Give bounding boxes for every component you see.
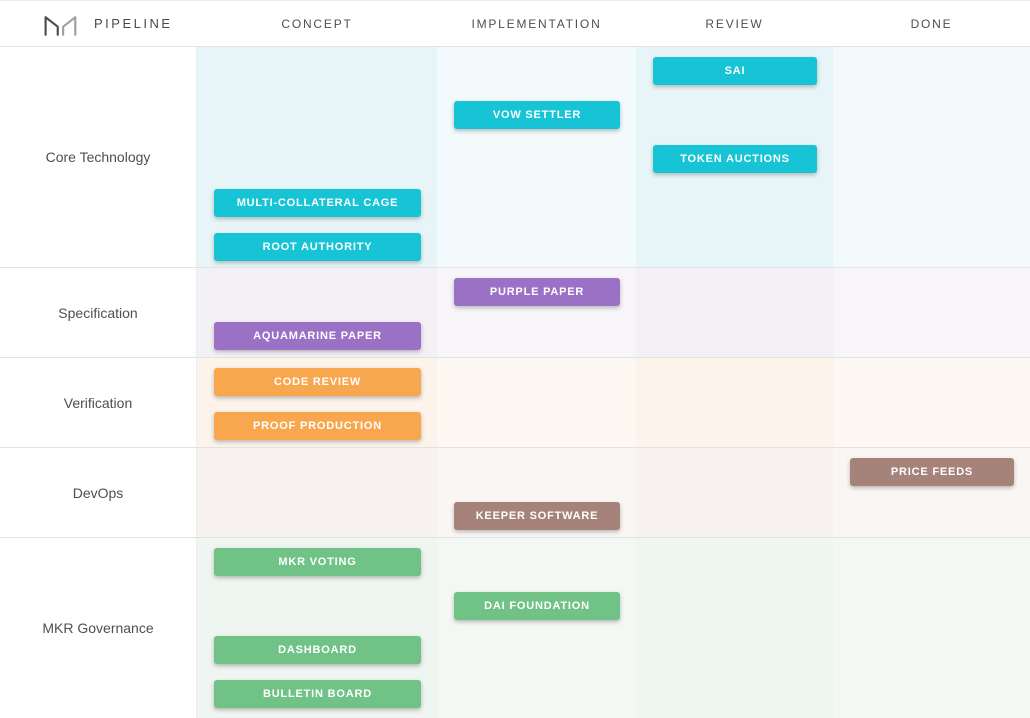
row-label-specification: Specification [0, 268, 197, 357]
app-header: PIPELINE CONCEPT IMPLEMENTATION REVIEW D… [0, 1, 1030, 47]
card-dashboard[interactable]: DASHBOARD [214, 636, 421, 664]
row-mkr-governance: MKR Governance MKR VOTING DASHBOARD BULL… [0, 538, 1030, 718]
card-bulletin-board[interactable]: BULLETIN BOARD [214, 680, 421, 708]
cell-verification-done [833, 358, 1030, 447]
card-purple-paper[interactable]: PURPLE PAPER [454, 278, 620, 306]
card-dai-foundation[interactable]: DAI FOUNDATION [454, 592, 620, 620]
card-code-review[interactable]: CODE REVIEW [214, 368, 421, 396]
cell-devops-concept [197, 448, 437, 537]
cell-verification-concept: CODE REVIEW PROOF PRODUCTION [197, 358, 437, 447]
row-label-core-technology: Core Technology [0, 47, 197, 267]
row-core-technology: Core Technology MULTI-COLLATERAL CAGE RO… [0, 47, 1030, 268]
cell-core-technology-concept: MULTI-COLLATERAL CAGE ROOT AUTHORITY [197, 47, 437, 267]
card-aquamarine-paper[interactable]: AQUAMARINE PAPER [214, 322, 421, 350]
cell-specification-review [636, 268, 833, 357]
card-mkr-voting[interactable]: MKR VOTING [214, 548, 421, 576]
maker-logo [44, 15, 77, 36]
cell-core-technology-implementation: VOW SETTLER [437, 47, 636, 267]
cell-devops-review [636, 448, 833, 537]
cell-specification-done [833, 268, 1030, 357]
card-keeper-software[interactable]: KEEPER SOFTWARE [454, 502, 620, 530]
cell-verification-review [636, 358, 833, 447]
cell-mkr-governance-concept: MKR VOTING DASHBOARD BULLETIN BOARD [197, 538, 437, 718]
card-proof-production[interactable]: PROOF PRODUCTION [214, 412, 421, 440]
cell-core-technology-review: SAI TOKEN AUCTIONS [636, 47, 833, 267]
card-multi-collateral-cage[interactable]: MULTI-COLLATERAL CAGE [214, 189, 421, 217]
row-verification: Verification CODE REVIEW PROOF PRODUCTIO… [0, 358, 1030, 448]
cell-devops-done: PRICE FEEDS [833, 448, 1030, 537]
row-label-devops: DevOps [0, 448, 197, 537]
column-header-done: DONE [910, 16, 953, 31]
row-specification: Specification AQUAMARINE PAPER PURPLE PA… [0, 268, 1030, 358]
pipeline-board: Core Technology MULTI-COLLATERAL CAGE RO… [0, 47, 1030, 718]
cell-mkr-governance-done [833, 538, 1030, 718]
cell-verification-implementation [437, 358, 636, 447]
card-root-authority[interactable]: ROOT AUTHORITY [214, 233, 421, 261]
cell-specification-implementation: PURPLE PAPER [437, 268, 636, 357]
card-token-auctions[interactable]: TOKEN AUCTIONS [653, 145, 817, 173]
card-sai[interactable]: SAI [653, 57, 817, 85]
cell-core-technology-done [833, 47, 1030, 267]
cell-specification-concept: AQUAMARINE PAPER [197, 268, 437, 357]
cell-mkr-governance-review [636, 538, 833, 718]
card-price-feeds[interactable]: PRICE FEEDS [850, 458, 1014, 486]
cell-devops-implementation: KEEPER SOFTWARE [437, 448, 636, 537]
card-vow-settler[interactable]: VOW SETTLER [454, 101, 620, 129]
cell-mkr-governance-implementation: DAI FOUNDATION [437, 538, 636, 718]
row-label-verification: Verification [0, 358, 197, 447]
row-devops: DevOps KEEPER SOFTWARE PRICE FEEDS [0, 448, 1030, 538]
brand: PIPELINE [0, 1, 197, 46]
column-header-concept: CONCEPT [281, 16, 353, 31]
column-header-implementation: IMPLEMENTATION [471, 16, 602, 31]
column-header-review: REVIEW [705, 16, 764, 31]
row-label-mkr-governance: MKR Governance [0, 538, 197, 718]
app-title: PIPELINE [94, 16, 173, 31]
